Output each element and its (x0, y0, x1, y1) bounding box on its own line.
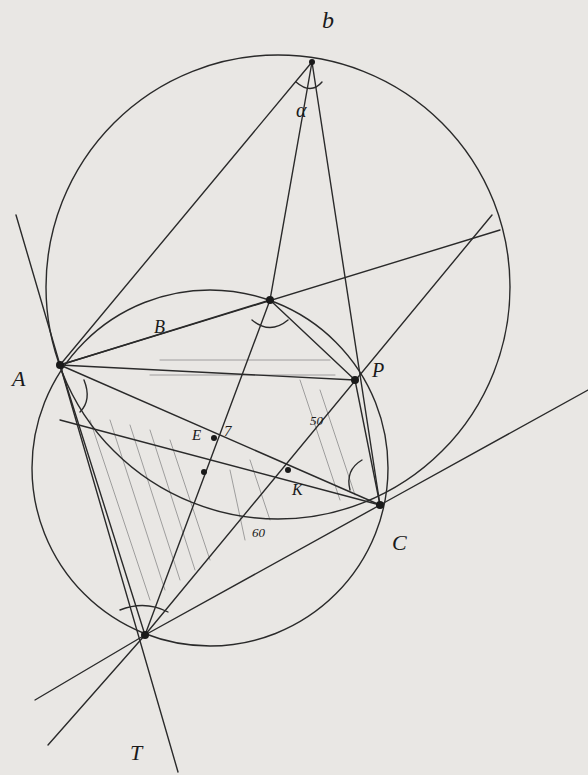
point-label: b (322, 8, 334, 32)
point-label: 60 (252, 526, 265, 539)
angle-arcs (80, 82, 362, 612)
point-label: 7 (224, 424, 232, 439)
point-label: E (192, 428, 201, 443)
small-circle (32, 290, 388, 646)
point-label: P (372, 360, 384, 380)
large-circle (46, 55, 510, 519)
point-label: A (12, 368, 25, 390)
point-label: B (154, 318, 165, 336)
point-label: T (130, 742, 142, 764)
point-label: K (292, 482, 303, 498)
points (56, 59, 384, 639)
point-label: C (392, 532, 407, 554)
construction-lines (16, 62, 588, 772)
point-label: 50 (310, 414, 323, 427)
point-label: α (296, 100, 307, 120)
